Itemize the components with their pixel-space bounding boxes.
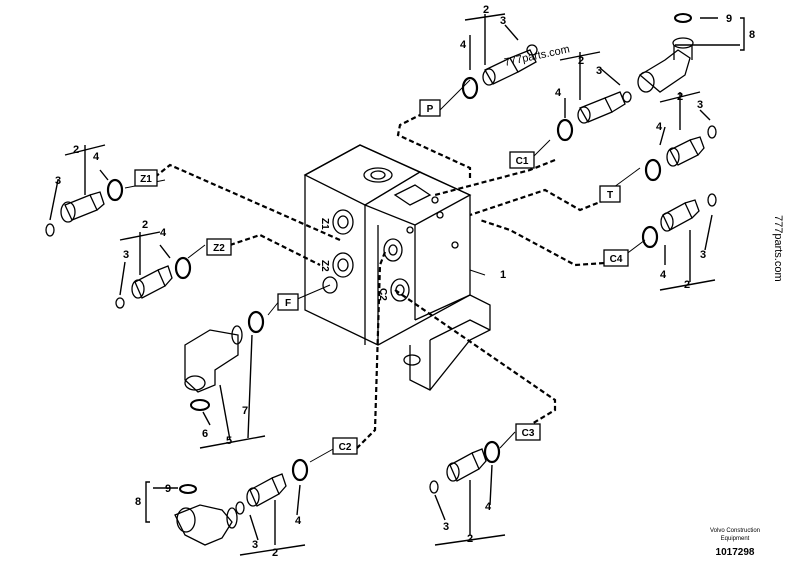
port-c2	[383, 238, 403, 262]
fitting-c4	[641, 193, 717, 249]
callout-6: 6	[202, 428, 208, 440]
callout-4: 4	[93, 151, 100, 163]
port-mark-c2: C2	[377, 288, 388, 301]
elbow-fitting-top	[637, 13, 694, 93]
elbow-fitting-f	[184, 310, 265, 411]
callout-3: 3	[500, 15, 506, 27]
callout-4: 4	[460, 39, 467, 51]
callout-3: 3	[252, 539, 258, 551]
callout-3: 3	[697, 99, 703, 111]
callout-3: 3	[596, 65, 602, 77]
callout-9: 9	[165, 483, 171, 495]
callout-8: 8	[749, 29, 755, 41]
callout-5: 5	[226, 435, 232, 447]
svg-text:C4: C4	[610, 254, 623, 265]
callout-2: 2	[684, 279, 690, 291]
watermark-side: 777parts.com	[772, 215, 784, 282]
label-t: T	[599, 185, 621, 203]
valve-block	[303, 144, 491, 391]
maker-line2: Equipment	[721, 536, 750, 542]
fitting-c3	[429, 440, 501, 494]
label-z2: Z2	[206, 238, 232, 256]
callout-4: 4	[656, 121, 663, 133]
svg-text:C2: C2	[339, 442, 352, 453]
svg-text:P: P	[427, 104, 434, 115]
label-c2: C2	[332, 437, 358, 455]
callout-4: 4	[160, 227, 167, 239]
callout-9: 9	[726, 13, 732, 25]
callout-numbers: 2 3 4 2 3 4 2 4 3 2 3 4 2 4 3 3 4 2 1 7 …	[55, 4, 755, 559]
callout-2: 2	[677, 91, 683, 103]
label-f: F	[277, 293, 299, 311]
callout-8: 8	[135, 496, 141, 508]
port-z2	[332, 252, 354, 278]
port-z1	[332, 209, 354, 235]
elbow-fitting-bottom	[174, 484, 238, 546]
callout-4: 4	[295, 515, 302, 527]
port-markings: Z1 Z2 C2	[319, 218, 388, 301]
maker-line1: Volvo Construction	[710, 528, 760, 534]
callout-4: 4	[555, 87, 562, 99]
callout-4: 4	[660, 269, 667, 281]
label-boxes: P C1 Z1 T Z2 C4 F C2	[134, 99, 629, 455]
label-p: P	[419, 99, 441, 117]
fitting-z1	[45, 178, 124, 237]
fitting-t	[644, 125, 717, 182]
callout-2: 2	[578, 55, 584, 67]
label-z1: Z1	[134, 169, 158, 187]
callout-3: 3	[443, 521, 449, 533]
port-mark-z2: Z2	[319, 260, 330, 272]
svg-text:C3: C3	[522, 428, 535, 439]
hose-lines	[154, 109, 621, 451]
callout-3: 3	[123, 249, 129, 261]
svg-text:C1: C1	[516, 156, 529, 167]
callout-7: 7	[242, 405, 248, 417]
callout-3: 3	[700, 249, 706, 261]
callout-2: 2	[483, 4, 489, 16]
watermark-top: 777parts.com	[503, 43, 571, 69]
label-c3: C3	[515, 423, 541, 441]
svg-text:T: T	[607, 190, 613, 201]
callout-2: 2	[467, 533, 473, 545]
port-mark-z1: Z1	[319, 218, 330, 230]
svg-text:Z2: Z2	[213, 243, 225, 254]
callout-4: 4	[485, 501, 492, 513]
fitting-c2	[235, 458, 309, 515]
figure-number: 1017298	[716, 547, 755, 558]
fitting-z2	[115, 256, 192, 309]
callout-3: 3	[55, 175, 61, 187]
footer-block: Volvo Construction Equipment 1017298	[710, 528, 760, 558]
callout-2: 2	[142, 219, 148, 231]
svg-text:Z1: Z1	[140, 174, 152, 185]
fitting-c1	[556, 91, 632, 142]
port-f	[322, 276, 338, 294]
callout-1: 1	[500, 269, 506, 281]
label-c1: C1	[509, 151, 535, 169]
callout-2: 2	[272, 547, 278, 559]
fitting-p	[461, 44, 538, 100]
reference-brackets	[49, 13, 745, 556]
label-c4: C4	[603, 249, 629, 267]
svg-text:F: F	[285, 298, 291, 309]
callout-2: 2	[73, 144, 79, 156]
